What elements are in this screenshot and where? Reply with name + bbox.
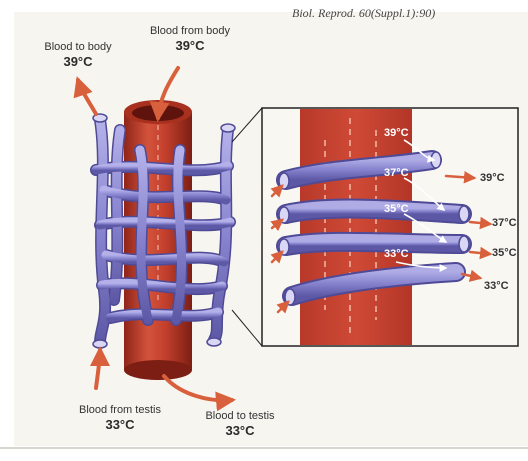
inset-magnified-view [262,108,518,346]
label-blood-from-body-caption: Blood from body [140,25,240,38]
arrow-blood-to-body [78,80,96,114]
inset-artery-temp-2: 37°C [384,167,409,179]
label-blood-from-body: Blood from body 39°C [140,25,240,53]
citation-text: Biol. Reprod. 60(Suppl.1):90) [292,6,435,21]
inset-vein-temp-1: 39°C [480,172,505,184]
arrow-blood-to-testis [164,376,232,400]
label-blood-to-body: Blood to body 39°C [38,41,118,69]
inset-vein-temp-4: 33°C [484,280,509,292]
label-blood-from-testis-caption: Blood from testis [70,404,170,417]
label-blood-to-body-temp: 39°C [38,54,118,69]
label-blood-to-testis-temp: 33°C [190,423,290,438]
inset-artery-temp-3: 35°C [384,203,409,215]
label-blood-from-testis-temp: 33°C [70,417,170,432]
label-blood-from-testis: Blood from testis 33°C [70,404,170,432]
inset-artery-temp-1: 39°C [384,127,409,139]
label-blood-to-body-caption: Blood to body [38,41,118,54]
label-blood-to-testis: Blood to testis 33°C [190,410,290,438]
inset-vein-temp-2: 37°C [492,217,517,229]
label-blood-from-body-temp: 39°C [140,38,240,53]
zoom-connector-lines [232,108,262,346]
inset-artery-temp-4: 33°C [384,248,409,260]
inset-vein-temp-3: 35°C [492,247,517,259]
arrow-blood-from-testis [96,350,100,388]
label-blood-to-testis-caption: Blood to testis [190,410,290,423]
